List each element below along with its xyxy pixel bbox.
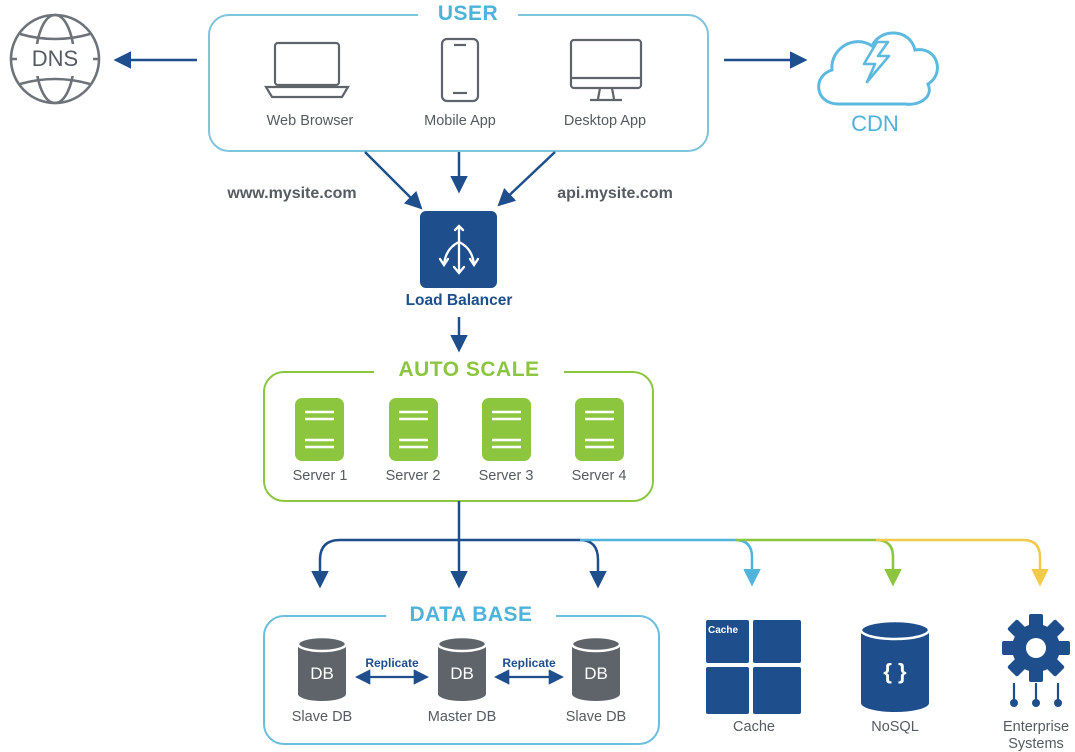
load-balancer-icon <box>420 211 497 288</box>
cloud-lightning-icon <box>817 31 939 106</box>
database-cylinder-icon <box>436 635 488 701</box>
dns-label-background <box>17 44 93 76</box>
cache-tile-label: Cache <box>708 625 739 636</box>
server-label: Server 2 <box>385 468 441 484</box>
enterprise-label-line2: Systems <box>1008 736 1064 752</box>
api-domain-label: api.mysite.com <box>557 185 673 202</box>
autoscale-section-title: AUTO SCALE <box>374 358 564 382</box>
nosql-label: NoSQL <box>871 719 919 735</box>
server-icon <box>482 398 531 461</box>
cache-grid-icon <box>706 620 801 714</box>
cdn-label: CDN <box>851 111 899 136</box>
arrow-browser-to-lb <box>364 151 423 210</box>
cache-label: Cache <box>733 719 775 735</box>
enterprise-gear-icon <box>1002 614 1070 707</box>
client-label-web-browser: Web Browser <box>266 113 354 129</box>
replicate-label: Replicate <box>502 656 556 670</box>
client-label-desktop-app: Desktop App <box>563 113 647 129</box>
nosql-database-icon <box>859 619 931 712</box>
db-node-label: Slave DB <box>291 709 353 725</box>
enterprise-label-line1: Enterprise <box>1002 719 1070 735</box>
db-node-label: Slave DB <box>565 709 627 725</box>
server-label: Server 3 <box>478 468 534 484</box>
autoscale-fanout-arrows <box>311 501 1049 589</box>
server-icon <box>295 398 344 461</box>
nosql-symbol: { } <box>883 659 907 684</box>
database-section-title: DATA BASE <box>386 603 556 627</box>
server-icon <box>575 398 624 461</box>
laptop-icon <box>264 41 350 99</box>
server-label: Server 4 <box>571 468 627 484</box>
load-balancer-label: Load Balancer <box>405 292 513 309</box>
user-section-title: USER <box>418 2 518 26</box>
client-label-mobile-app: Mobile App <box>424 113 496 129</box>
server-icon <box>389 398 438 461</box>
mobile-phone-icon <box>440 37 480 103</box>
db-badge-text: DB <box>450 664 474 683</box>
web-domain-label: www.mysite.com <box>227 185 357 202</box>
db-node-label: Master DB <box>427 709 497 725</box>
database-cylinder-icon <box>296 635 348 701</box>
db-badge-text: DB <box>310 664 334 683</box>
database-cylinder-icon <box>570 635 622 701</box>
replicate-label: Replicate <box>365 656 419 670</box>
server-label: Server 1 <box>292 468 348 484</box>
dns-label: DNS <box>31 46 79 71</box>
user-box <box>208 14 709 152</box>
desktop-monitor-icon <box>569 38 643 102</box>
db-badge-text: DB <box>584 664 608 683</box>
arrow-desktop-to-lb <box>497 151 556 207</box>
